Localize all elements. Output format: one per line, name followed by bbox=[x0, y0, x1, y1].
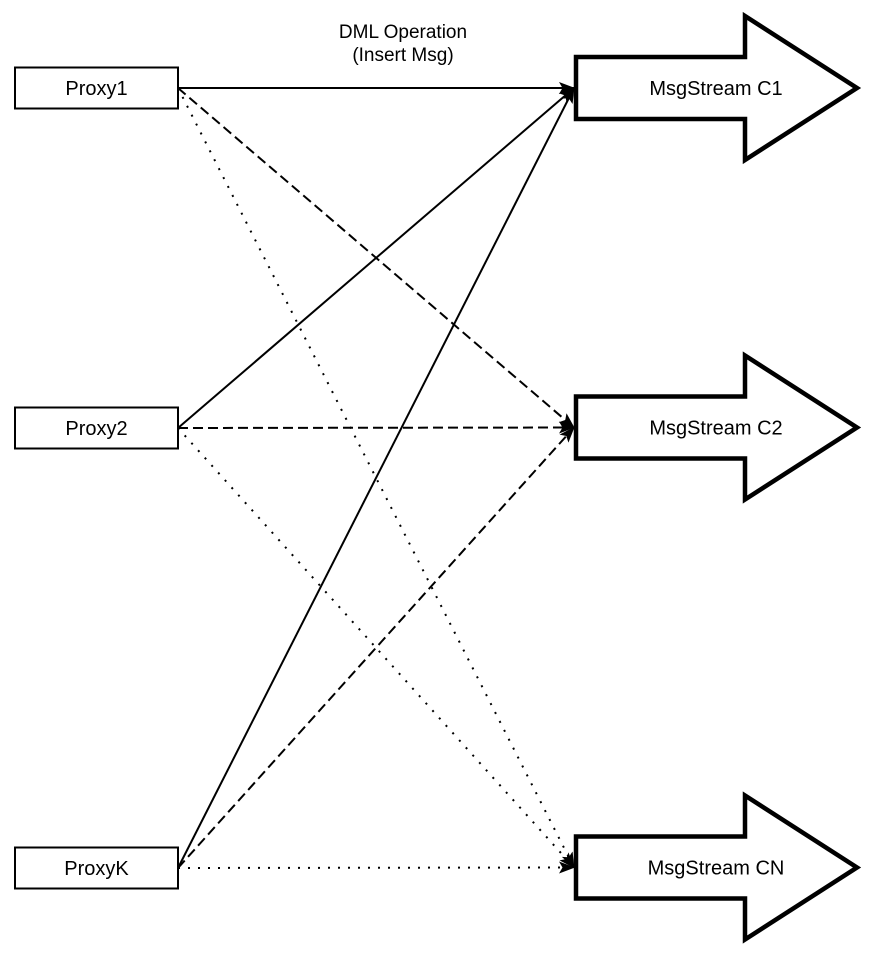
edge-proxyk-c1 bbox=[177, 87, 575, 869]
edge-proxyk-c2 bbox=[177, 426, 575, 869]
proxy1-box bbox=[14, 66, 179, 110]
node-msgstream-c1: MsgStream C1 bbox=[573, 11, 862, 165]
node-proxyk: ProxyK bbox=[14, 846, 179, 890]
proxyk-label: ProxyK bbox=[64, 858, 129, 880]
msgstream-cn-label: MsgStream CN bbox=[648, 858, 785, 880]
node-proxy1: Proxy1 bbox=[14, 66, 179, 110]
proxy2-box bbox=[14, 406, 179, 450]
proxy1-label: Proxy1 bbox=[65, 78, 127, 100]
node-proxy2: Proxy2 bbox=[14, 406, 179, 450]
edge-layer bbox=[177, 82, 575, 874]
node-msgstream-cn: MsgStream CN bbox=[573, 791, 862, 944]
msgstream-c1-label: MsgStream C1 bbox=[649, 78, 782, 100]
edge-label-line2: (Insert Msg) bbox=[352, 45, 454, 66]
proxy2-label: Proxy2 bbox=[65, 418, 127, 440]
edge-label-line1: DML Operation bbox=[338, 22, 468, 43]
proxyk-box bbox=[14, 846, 179, 890]
msgstream-c1-arrow bbox=[573, 11, 862, 165]
msgstream-c2-label: MsgStream C2 bbox=[649, 418, 782, 440]
edge-proxy2-c2 bbox=[177, 421, 575, 434]
node-msgstream-c2: MsgStream C2 bbox=[573, 351, 862, 504]
edge-label-dml-operation: DML Operation (Insert Msg) bbox=[283, 21, 523, 67]
edge-proxy2-c1 bbox=[177, 87, 575, 429]
edge-proxyk-cn bbox=[177, 861, 575, 874]
msgstream-c2-arrow bbox=[573, 351, 862, 504]
msgstream-cn-arrow bbox=[573, 791, 862, 944]
